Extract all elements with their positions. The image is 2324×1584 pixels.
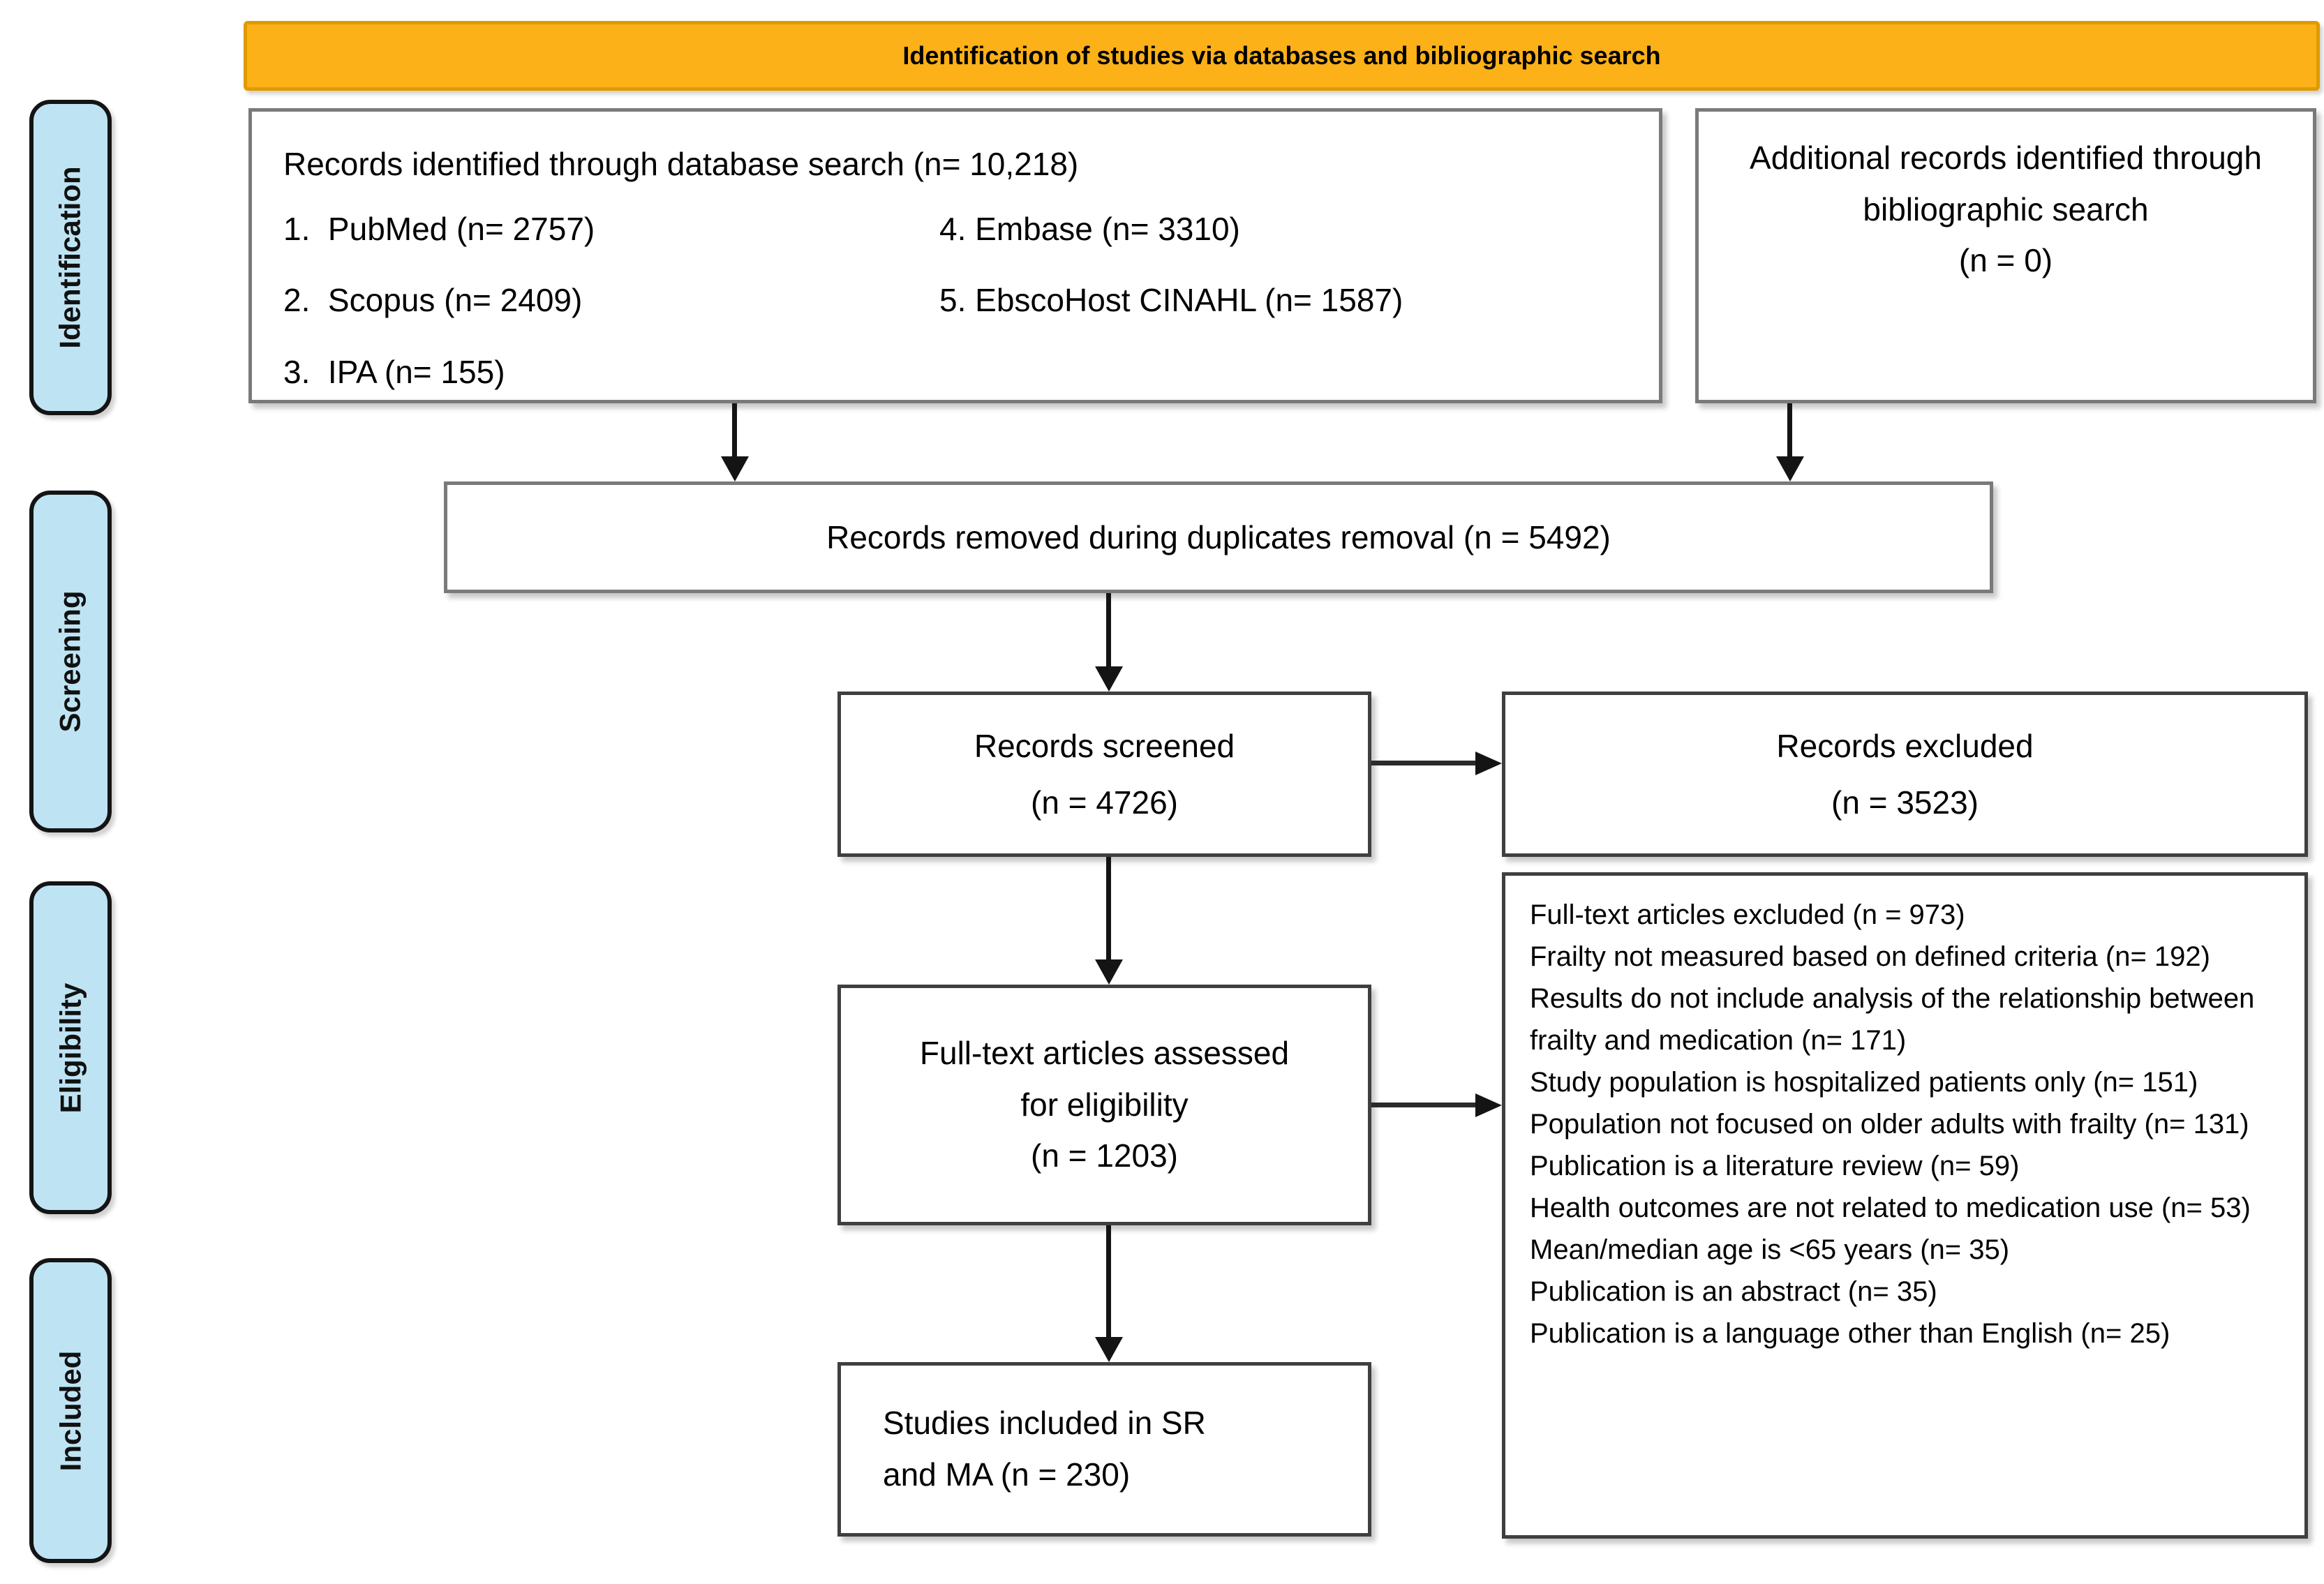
database-item-embase: 4. Embase (n= 3310) bbox=[939, 210, 1240, 247]
stage-eligibility: Eligibility bbox=[29, 881, 112, 1214]
exclusion-reason: Publication is a literature review (n= 5… bbox=[1530, 1151, 2020, 1181]
stage-included: Included bbox=[29, 1258, 112, 1563]
duplicates-removed-text: Records removed during duplicates remova… bbox=[826, 518, 1611, 555]
stage-included-label: Included bbox=[54, 1350, 87, 1471]
box-fulltext-assessed: Full-text articles assessed for eligibil… bbox=[837, 985, 1371, 1225]
exclusion-reason: Study population is hospitalized patient… bbox=[1530, 1067, 2198, 1098]
box-duplicates-removed: Records removed during duplicates remova… bbox=[444, 481, 1993, 593]
stage-screening-label: Screening bbox=[54, 590, 87, 733]
additional-records-count: (n = 0) bbox=[1958, 242, 2053, 279]
records-screened-text: Records screened bbox=[974, 728, 1235, 764]
exclusion-reason: Results do not include analysis of the r… bbox=[1530, 983, 2255, 1056]
exclusion-reason: Full-text articles excluded (n = 973) bbox=[1530, 899, 1965, 930]
records-excluded-count: (n = 3523) bbox=[1831, 784, 1979, 821]
fulltext-assessed-count: (n = 1203) bbox=[1031, 1137, 1178, 1174]
exclusion-reason: Mean/median age is <65 years (n= 35) bbox=[1530, 1234, 2010, 1265]
records-identified-title: Records identified through database sear… bbox=[283, 146, 1079, 182]
stage-screening: Screening bbox=[29, 491, 112, 832]
exclusion-reason: Health outcomes are not related to medic… bbox=[1530, 1193, 2251, 1223]
banner-title: Identification of studies via databases … bbox=[244, 21, 2320, 91]
exclusion-reason: Frailty not measured based on defined cr… bbox=[1530, 941, 2210, 972]
stage-identification: Identification bbox=[29, 100, 112, 415]
exclusion-reason: Population not focused on older adults w… bbox=[1530, 1109, 2249, 1140]
database-item-cinahl: 5. EbscoHost CINAHL (n= 1587) bbox=[939, 282, 1403, 319]
stage-eligibility-label: Eligibility bbox=[54, 982, 87, 1113]
database-item-ipa: 3. IPA (n= 155) bbox=[283, 354, 505, 391]
stage-identification-label: Identification bbox=[54, 166, 87, 349]
box-records-excluded: Records excluded (n = 3523) bbox=[1502, 692, 2308, 857]
database-list-column-2: 4. Embase (n= 3310) 5. EbscoHost CINAHL … bbox=[939, 206, 1403, 421]
box-records-identified: Records identified through database sear… bbox=[248, 108, 1662, 403]
box-studies-included: Studies included in SR and MA (n = 230) bbox=[837, 1362, 1371, 1537]
records-excluded-text: Records excluded bbox=[1776, 728, 2034, 764]
database-item-scopus: 2. Scopus (n= 2409) bbox=[283, 282, 583, 319]
exclusion-reason: Publication is an abstract (n= 35) bbox=[1530, 1276, 1937, 1307]
exclusion-reason: Publication is a language other than Eng… bbox=[1530, 1318, 2170, 1349]
database-list: 1. PubMed (n= 2757) 2. Scopus (n= 2409) … bbox=[283, 206, 1627, 421]
database-list-column-1: 1. PubMed (n= 2757) 2. Scopus (n= 2409) … bbox=[283, 206, 939, 421]
fulltext-assessed-text: Full-text articles assessed for eligibil… bbox=[919, 1035, 1290, 1123]
studies-included-text: Studies included in SR and MA (n = 230) bbox=[883, 1405, 1206, 1493]
box-additional-records: Additional records identified through bi… bbox=[1695, 108, 2316, 403]
additional-records-text: Additional records identified through bi… bbox=[1750, 140, 2262, 227]
database-item-pubmed: 1. PubMed (n= 2757) bbox=[283, 210, 595, 247]
box-exclusion-reasons: Full-text articles excluded (n = 973) Fr… bbox=[1502, 872, 2308, 1539]
box-records-screened: Records screened (n = 4726) bbox=[837, 692, 1371, 857]
records-screened-count: (n = 4726) bbox=[1031, 784, 1178, 821]
